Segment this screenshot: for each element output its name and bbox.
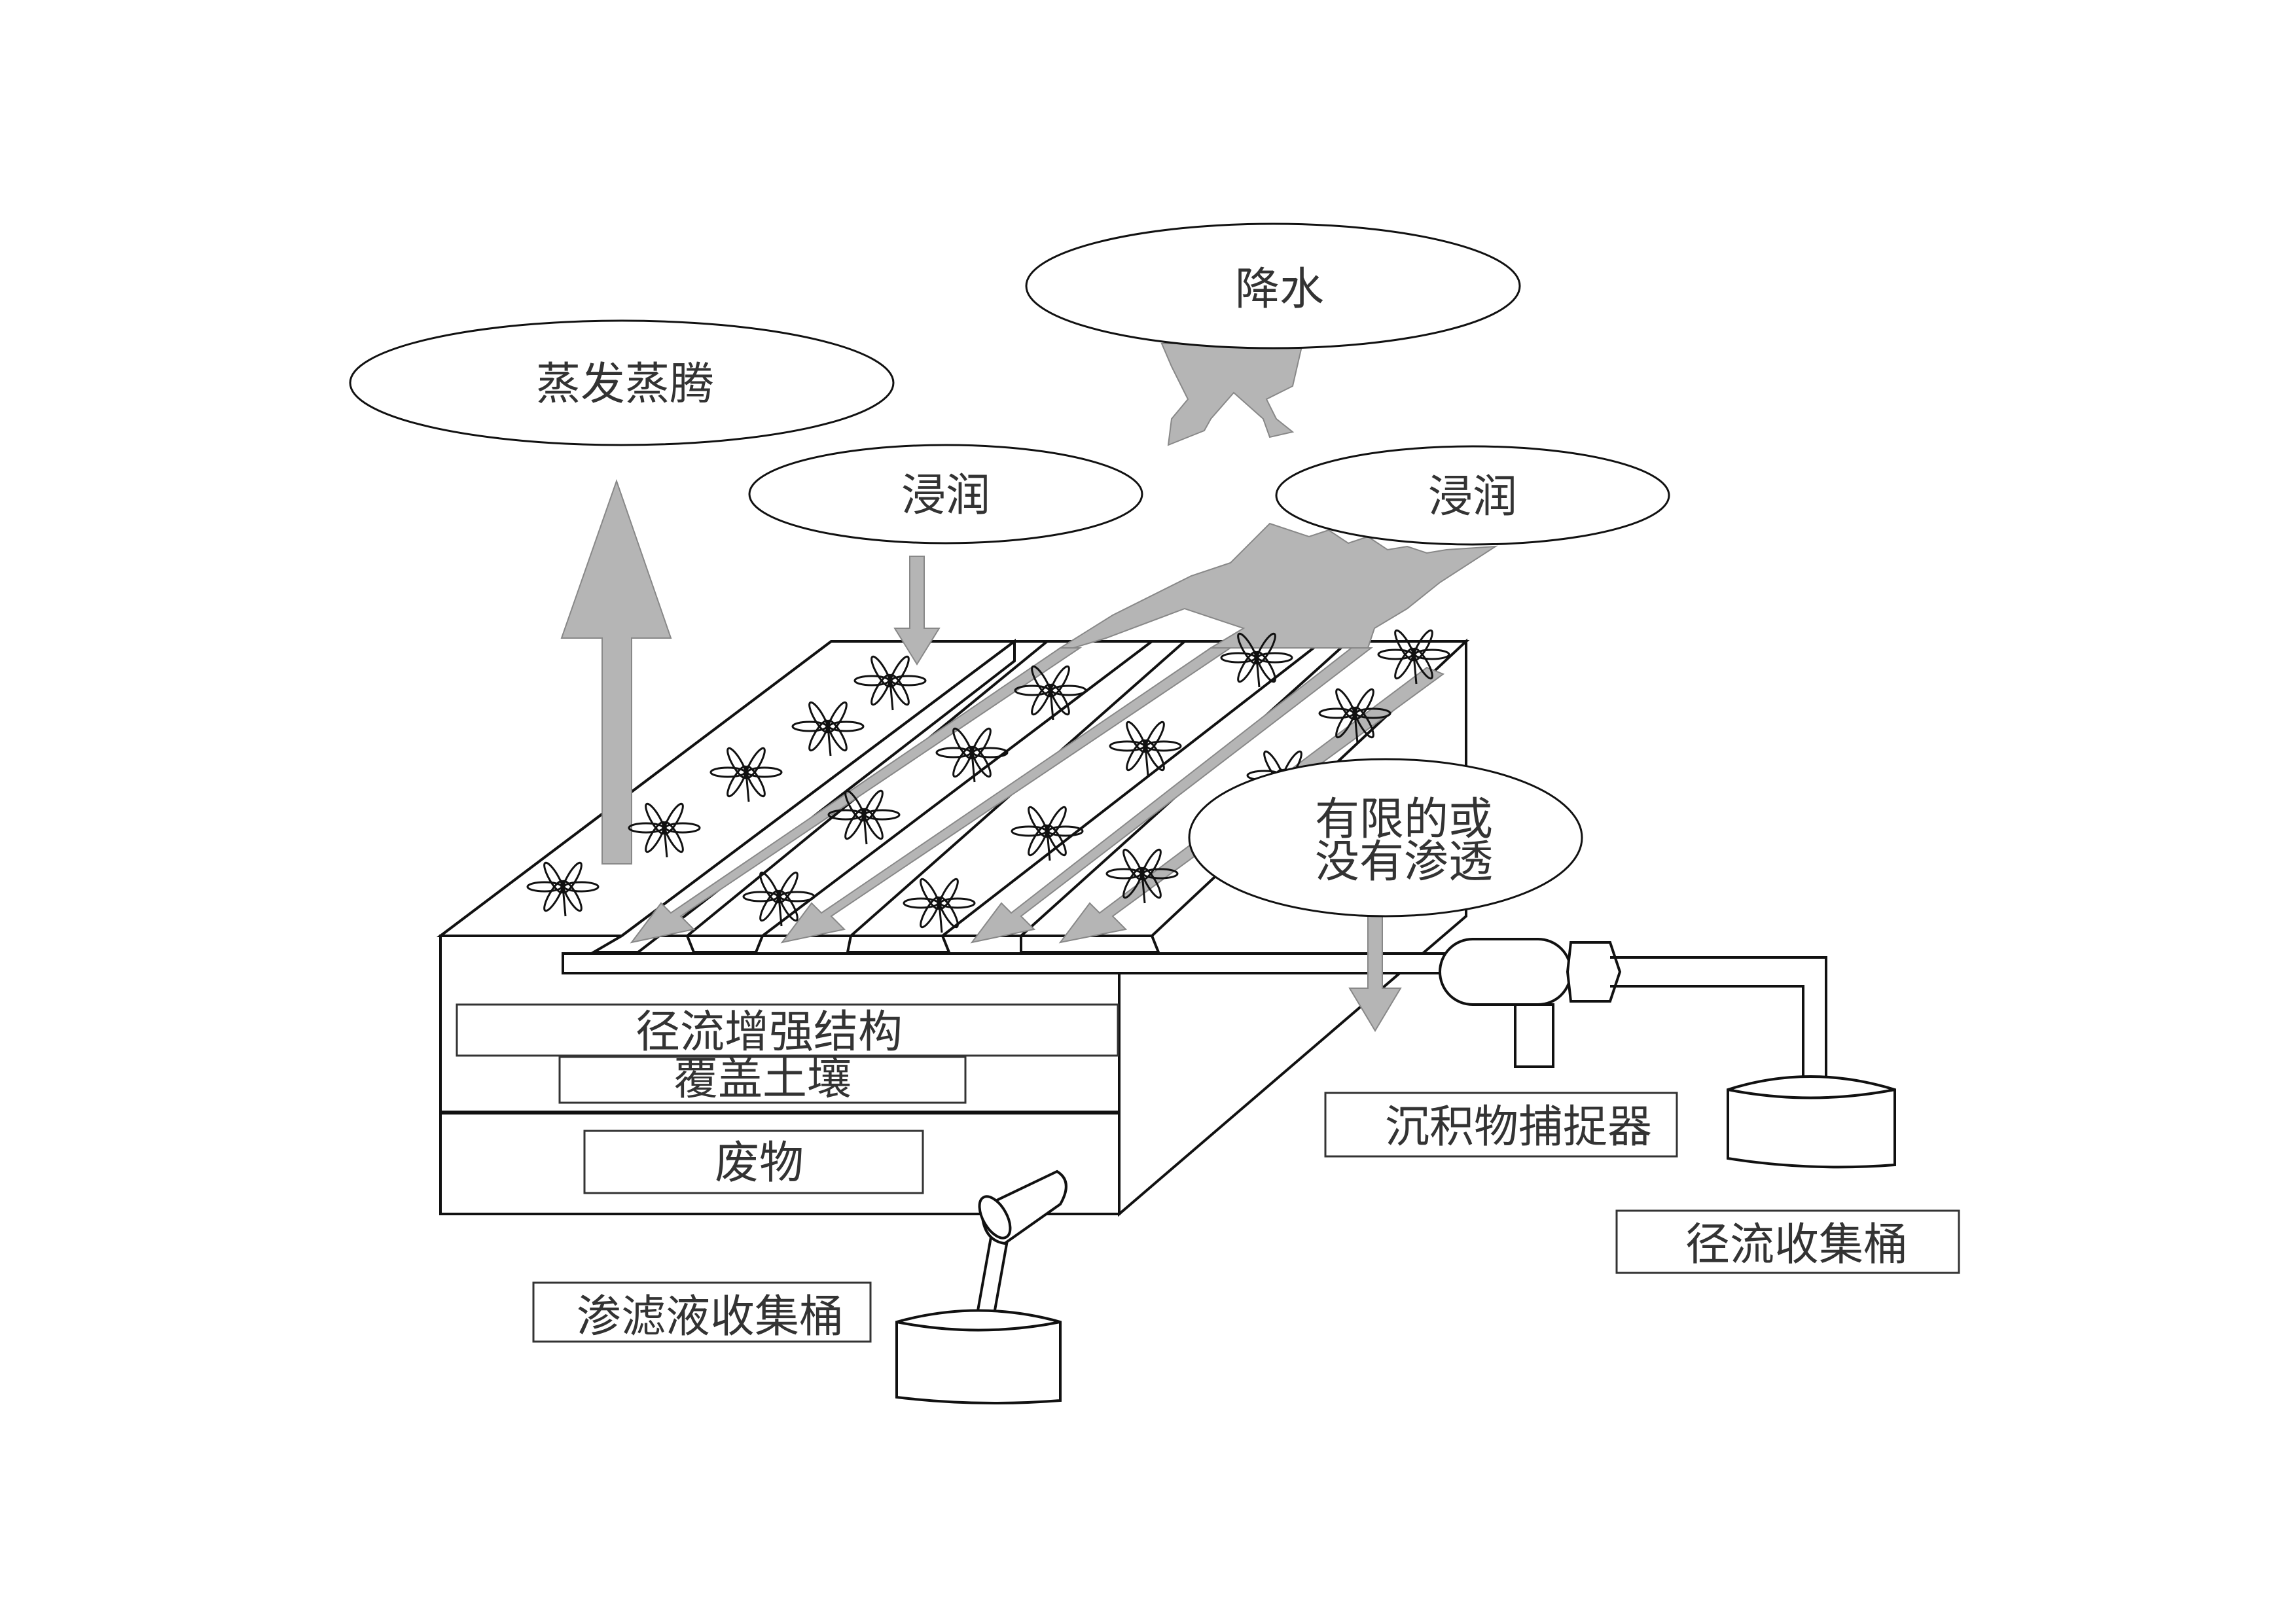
ellipse-callouts [349,223,1670,918]
label-precipitation: 降水 [1235,264,1324,315]
plant-icon [1011,806,1084,861]
sediment-trap [1439,938,1827,1090]
plant-icon [827,789,901,845]
plant-icon [1105,848,1179,904]
plant-icon [903,878,976,933]
percolation-arrow [1348,916,1402,1032]
label-infiltration-left: 浸润 [901,470,990,522]
plant-icon [709,747,783,802]
collection-pipe [562,952,1448,974]
plant-icon [853,655,927,711]
plant-icon [1014,665,1087,721]
infiltration-left-arrow [893,556,941,666]
label-leachate-bucket: 渗滤液收集桶 [577,1291,844,1343]
label-runoff-enhancement: 径流增强结构 [636,1007,903,1058]
plant-icon [742,871,816,927]
plants [526,629,1450,933]
label-cover-soil: 覆盖土壤 [673,1054,852,1105]
plant-icon [1377,629,1450,685]
leachate-bucket [895,1169,1067,1404]
plant-icon [628,802,701,858]
infiltration-right-flow [1058,522,1498,649]
label-infiltration-right: 浸润 [1428,471,1517,523]
label-runoff-bucket: 径流收集桶 [1685,1219,1908,1271]
precipitation-arrow [1160,343,1304,446]
plant-icon [1109,721,1182,776]
label-sediment-trap: 沉积物捕捉器 [1385,1101,1652,1153]
label-percolation-line2: 没有渗透 [1315,836,1493,888]
runoff-bucket [1727,1075,1896,1169]
label-percolation-line1: 有限的或 [1315,794,1493,846]
plant-icon [935,727,1009,783]
label-evapotranspiration: 蒸发蒸腾 [536,359,714,410]
label-boxes [456,1003,1960,1343]
plant-icon [526,861,600,917]
label-waste: 废物 [715,1137,804,1189]
plant-icon [1220,632,1293,688]
plant-icon [791,701,865,757]
plant-icon [1318,688,1391,743]
